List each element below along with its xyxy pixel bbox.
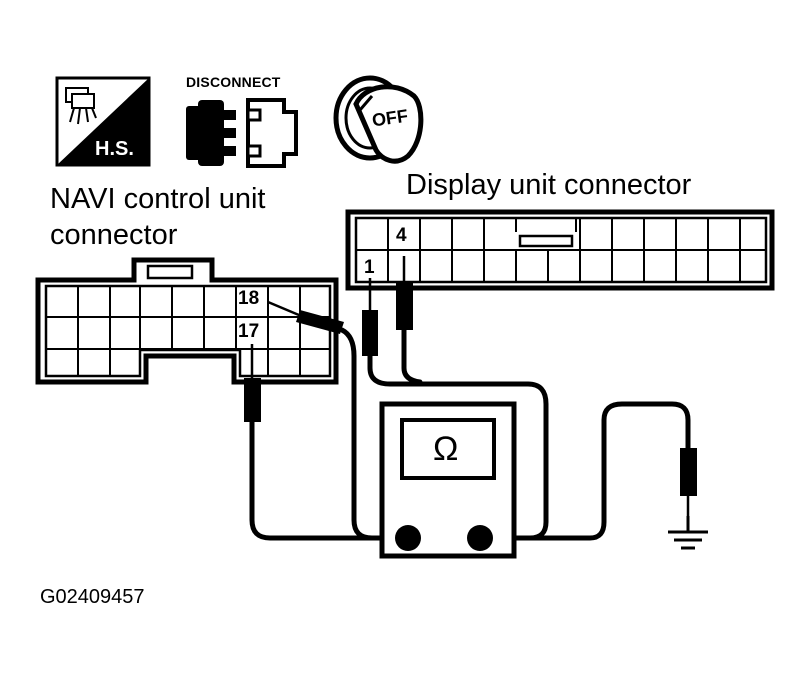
navi-connector-title-line2: connector [50, 219, 178, 251]
meter-terminal-left [395, 525, 421, 551]
disconnect-icon [186, 98, 298, 168]
probe-pin-17 [244, 344, 261, 422]
figure-code: G02409457 [40, 586, 145, 608]
probe-ground [680, 448, 697, 518]
navi-connector-title-line1: NAVI control unit [50, 183, 266, 215]
display-connector-title: Display unit connector [406, 169, 692, 201]
pin-1-label: 1 [364, 257, 375, 278]
pin-4-label: 4 [396, 225, 407, 246]
ohm-symbol: Ω [433, 430, 459, 468]
probe-pin-4 [396, 256, 413, 330]
test-leads [249, 325, 691, 541]
ground-symbol-icon [668, 516, 708, 550]
ignition-key-off-icon [333, 75, 424, 164]
probe-pin-18 [267, 300, 344, 334]
navi-control-unit-connector [35, 257, 339, 385]
probe-pin-1 [362, 278, 378, 356]
meter-terminal-right [467, 525, 493, 551]
harness-connector-icon [55, 76, 151, 167]
ohmmeter [379, 401, 517, 559]
pin-17-label: 17 [238, 321, 260, 342]
pin-18-label: 18 [238, 288, 260, 309]
disconnect-label: DISCONNECT [186, 74, 281, 90]
display-unit-connector [345, 209, 775, 291]
harness-sign-label: H.S. [95, 138, 134, 160]
